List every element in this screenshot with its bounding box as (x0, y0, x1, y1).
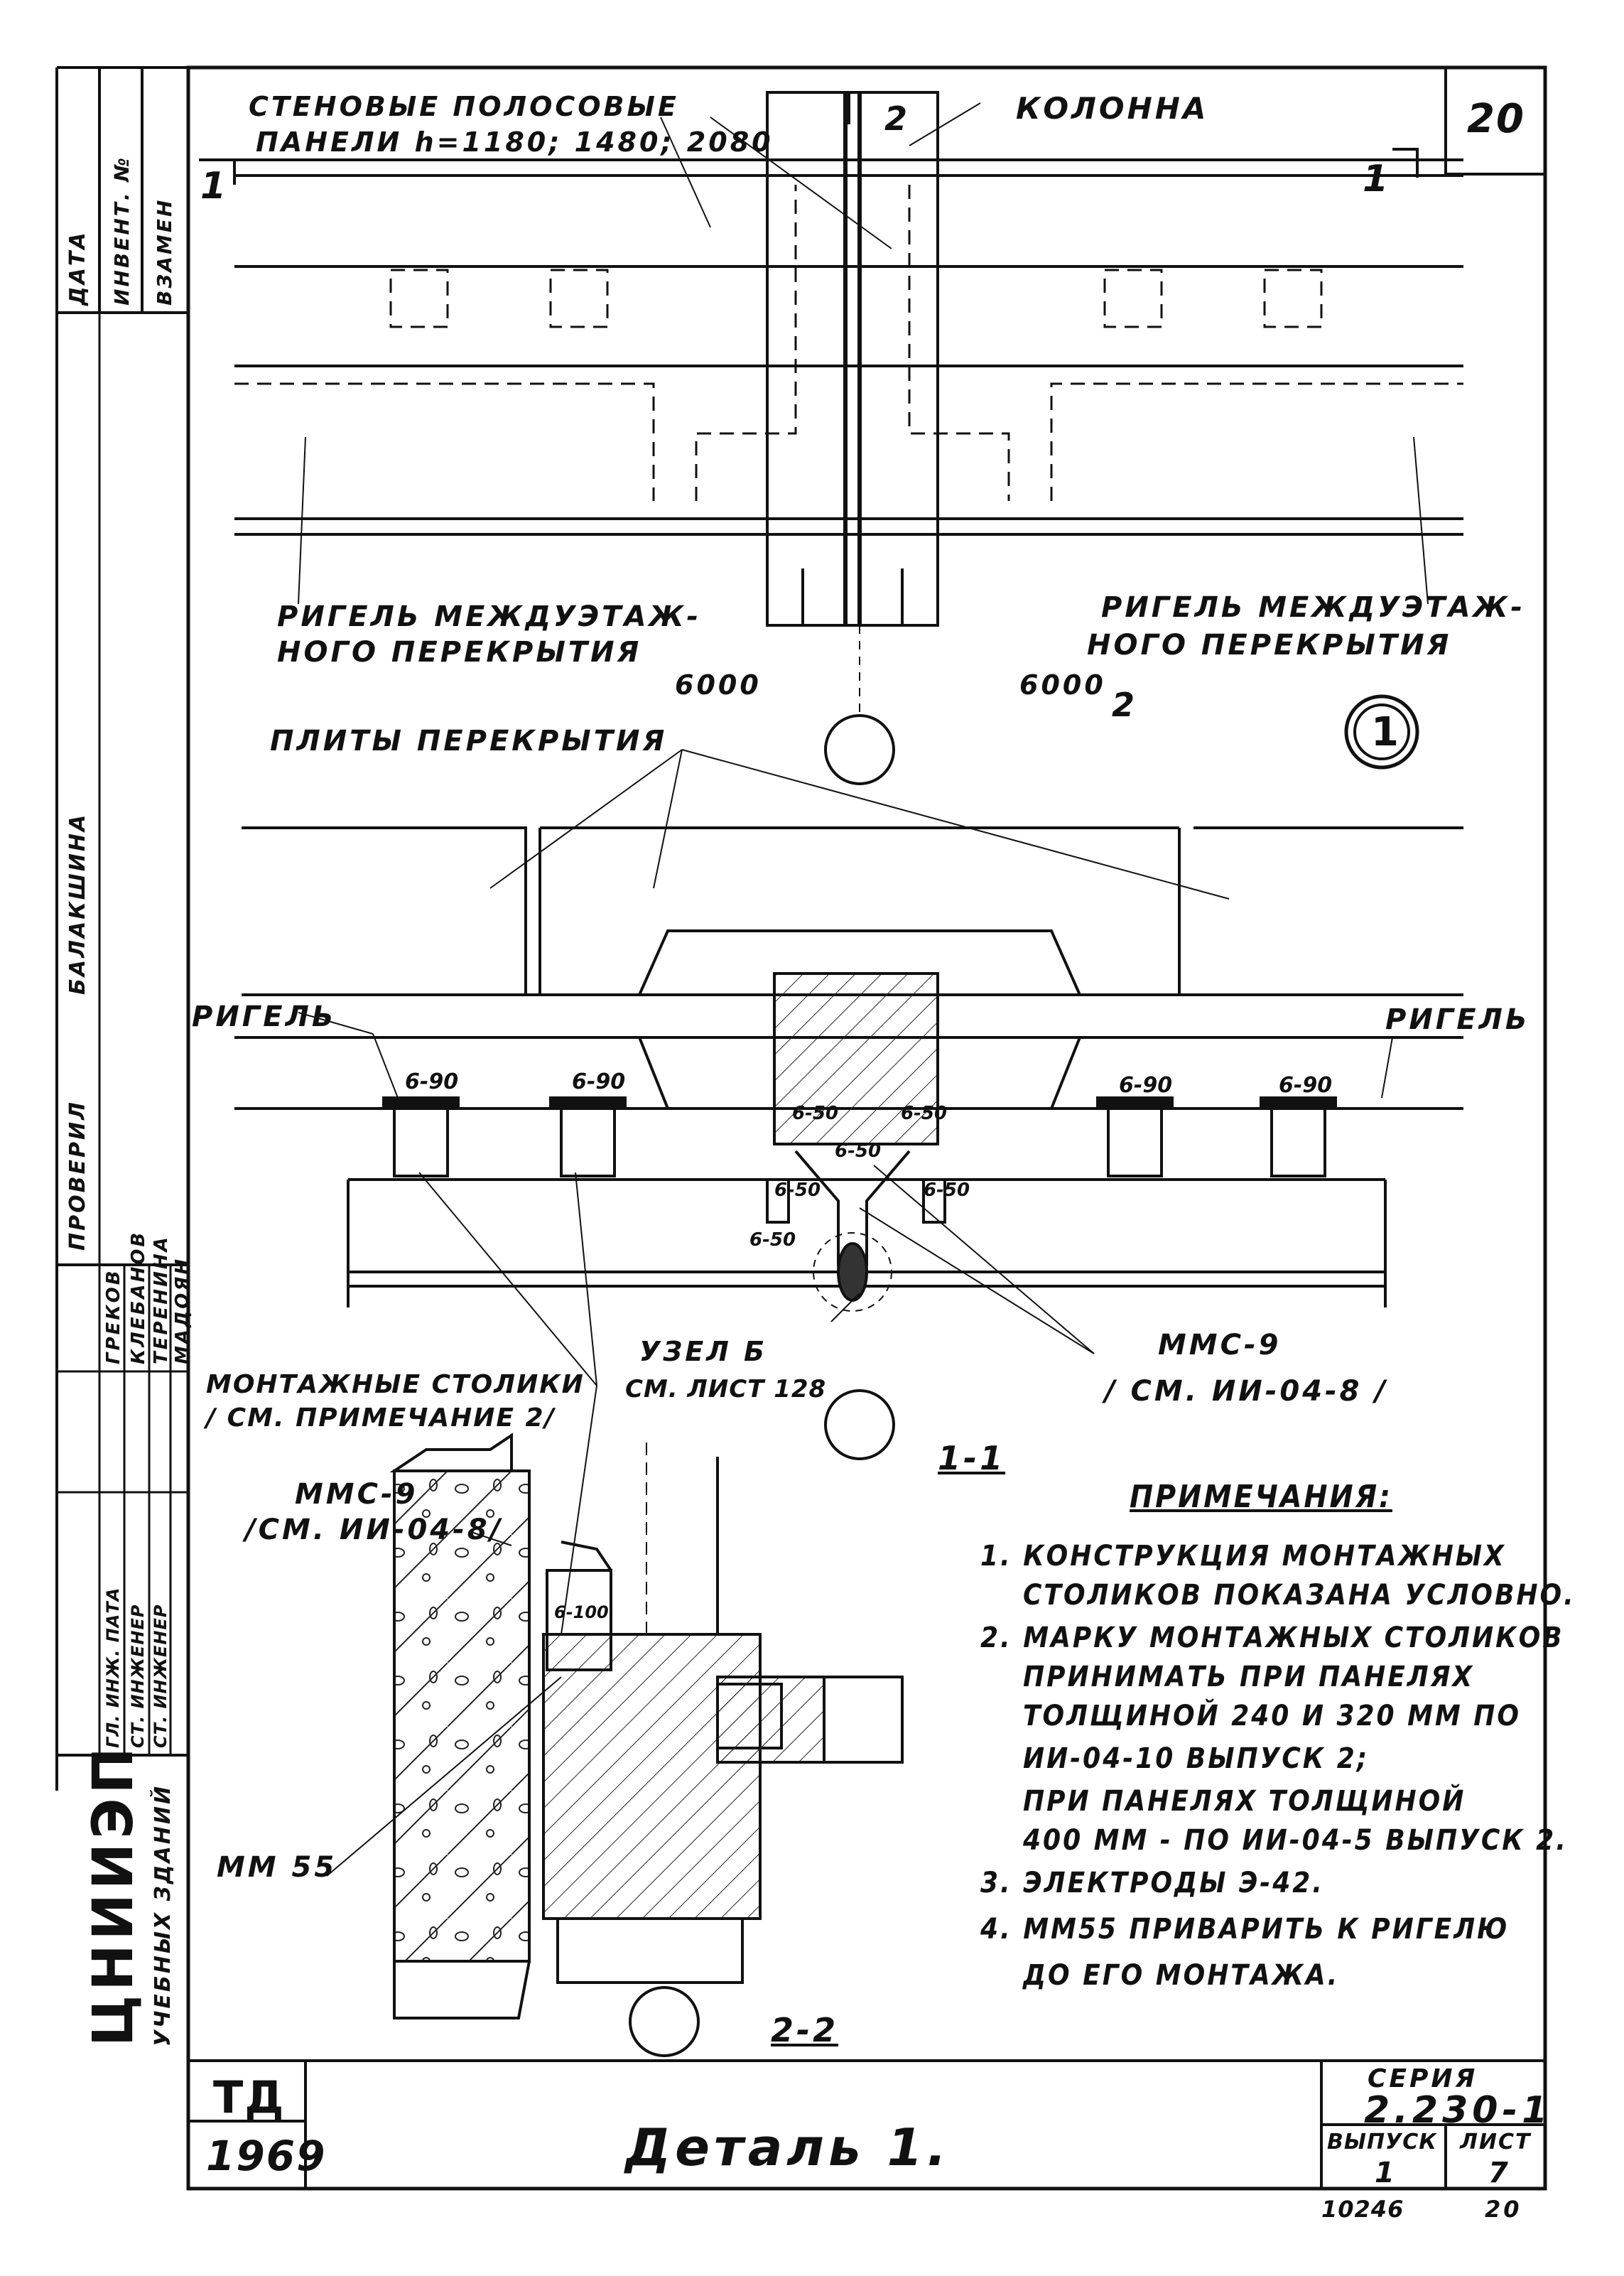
note-line: 4. ММ55 ПРИВАРИТЬ К РИГЕЛЮ (980, 1913, 1510, 1946)
node-1-circle (1344, 694, 1419, 770)
stamp-checked-name: БАЛАКШИНА (65, 812, 90, 995)
note-line: ТОЛЩИНОЙ 240 И 320 ММ ПО (1023, 1700, 1521, 1732)
column-section (773, 972, 939, 1145)
section-1-1 (234, 826, 1463, 1312)
weld-label: 6-50 (901, 1103, 948, 1124)
mounting-tables (382, 1096, 1337, 1177)
wall-panel-section (393, 1469, 531, 1963)
mm55-label: ММ 55 (217, 1851, 337, 1884)
rigel-left-label: РИГЕЛЬ (192, 1001, 337, 1033)
series-value: 2.230-1 (1364, 2089, 1552, 2132)
sheet-value: 7 (1488, 2157, 1511, 2189)
node-1-number: 1 (1371, 709, 1399, 755)
column (766, 91, 939, 627)
note-line: ПРИНИМАТЬ ПРИ ПАНЕЛЯХ (1023, 1661, 1475, 1693)
note-line: 3. ЭЛЕКТРОДЫ Э-42. (980, 1867, 1324, 1899)
weld-label: 6-50 (792, 1103, 839, 1124)
weld-label: 6-90 (1119, 1073, 1173, 1098)
note-line: ДО ЕГО МОНТАЖА. (1023, 1959, 1340, 1992)
year: 1969 (206, 2132, 327, 2180)
mms9-label-1: ММС-9 (1158, 1329, 1282, 1361)
section-1-left-mark: 1 (200, 165, 229, 207)
stamp-invent: ИНВЕНТ. № (110, 156, 134, 306)
note-line: ПРИ ПАНЕЛЯХ ТОЛЩИНОЙ (1023, 1785, 1466, 1818)
weld-label: 6-90 (1279, 1073, 1333, 1098)
note-line: 2. МАРКУ МОНТАЖНЫХ СТОЛИКОВ (980, 1622, 1564, 1654)
weld-label: 6-50 (924, 1180, 970, 1201)
weld-label: 6-90 (405, 1069, 459, 1094)
mms9b-label-1: ММС-9 (295, 1478, 418, 1511)
stamp-row4-name: МАДОЯН (172, 1256, 193, 1364)
stamp-row2-name: КЛЕБАНОВ (128, 1230, 149, 1364)
weld-label: 6-50 (749, 1229, 796, 1251)
issue-value: 1 (1375, 2157, 1397, 2189)
series-label: СЕРИЯ (1368, 2064, 1478, 2093)
dim-left: 6000 (675, 669, 762, 701)
beam-left-label-1: РИГЕЛЬ МЕЖДУЭТАЖ- (277, 600, 701, 633)
section-1-right-mark: 1 (1363, 158, 1392, 200)
stamp-row2-role: СТ. ИНЖЕНЕР (128, 1604, 148, 1748)
side-stamp-grid (55, 66, 188, 1791)
weld-label: 6-50 (774, 1180, 821, 1201)
plan-view (199, 91, 1463, 627)
stamp-vzamen: ВЗАМЕН (153, 198, 176, 306)
beam-left-label-2: НОГО ПЕРЕКРЫТИЯ (277, 636, 642, 669)
node-b-label-1: УЗЕЛ Б (639, 1336, 768, 1367)
note-line: 400 ММ - ПО ИИ-04-5 ВЫПУСК 2. (1023, 1824, 1568, 1857)
sheet-frame (186, 65, 1547, 2191)
org-subtitle: УЧЕБНЫХ ЗДАНИЙ (151, 1784, 175, 2046)
wall-panels-label-2: ПАНЕЛИ h=1180; 1480; 2080 (256, 126, 774, 158)
mms9-label-2: / СМ. ИИ-04-8 / (1105, 1375, 1389, 1408)
note-line: СТОЛИКОВ ПОКАЗАНА УСЛОВНО. (1023, 1579, 1576, 1612)
title-block (188, 2059, 1545, 2189)
section-2-top-mark: 2 (884, 99, 911, 138)
sheet-label: ЛИСТ (1460, 2130, 1532, 2154)
section-1-1-title: 1-1 (938, 1439, 1006, 1477)
mms9b-label-2: /СМ. ИИ-04-8/ (245, 1514, 504, 1546)
node-b-label-2: СМ. ЛИСТ 128 (625, 1375, 827, 1403)
weld-label: 6-50 (835, 1140, 882, 1162)
mount-tables-label-1: МОНТАЖНЫЕ СТОЛИКИ (206, 1370, 585, 1399)
wall-panels-label-1: СТЕНОВЫЕ ПОЛОСОВЫЕ (249, 91, 679, 122)
org-name: ЦНИИЭП (82, 1743, 146, 2046)
issue-label: ВЫПУСК (1327, 2130, 1437, 2154)
beam-right-label-1: РИГЕЛЬ МЕЖДУЭТАЖ- (1101, 591, 1525, 624)
slabs-label: ПЛИТЫ ПЕРЕКРЫТИЯ (270, 725, 668, 757)
stamp-row3-name: ТЕРЕНИНА (151, 1235, 172, 1364)
bottom-sheet-number: 20 (1485, 2196, 1522, 2223)
weld-label: 6-100 (554, 1602, 609, 1622)
page-number-top: 20 (1467, 96, 1525, 142)
rigel-right-label: РИГЕЛЬ (1385, 1003, 1530, 1036)
sheet-title: Деталь 1. (625, 2118, 951, 2177)
dim-right: 6000 (1019, 669, 1106, 701)
stamp-row1-name: ГРЕКОВ (103, 1268, 124, 1364)
beam-right-label-2: НОГО ПЕРЕКРЫТИЯ (1087, 629, 1452, 662)
archive-number: 10246 (1321, 2196, 1404, 2223)
mount-tables-label-2: / СМ. ПРИМЕЧАНИЕ 2/ (206, 1403, 556, 1433)
page-number-box (1444, 66, 1547, 176)
section-2-bottom-mark: 2 (1112, 686, 1138, 724)
stamp-date: ДАТА (65, 230, 90, 306)
section-2-2-title: 2-2 (771, 2011, 839, 2049)
stamp-row3-role: СТ. ИНЖЕНЕР (151, 1604, 170, 1748)
section-2-2 (389, 1433, 904, 2019)
note-line: 1. КОНСТРУКЦИЯ МОНТАЖНЫХ (980, 1540, 1506, 1573)
weld-label: 6-90 (572, 1069, 626, 1094)
note-line: ИИ-04-10 ВЫПУСК 2; (1023, 1742, 1370, 1775)
column-label: КОЛОННА (1016, 91, 1209, 126)
notes-title: ПРИМЕЧАНИЯ: (1130, 1479, 1392, 1515)
stamp-row1-role: ГЛ. ИНЖ. ПАТА (103, 1587, 123, 1748)
stamp-checked: ПРОВЕРИЛ (65, 1100, 90, 1251)
td-mark: ТД (213, 2071, 286, 2123)
